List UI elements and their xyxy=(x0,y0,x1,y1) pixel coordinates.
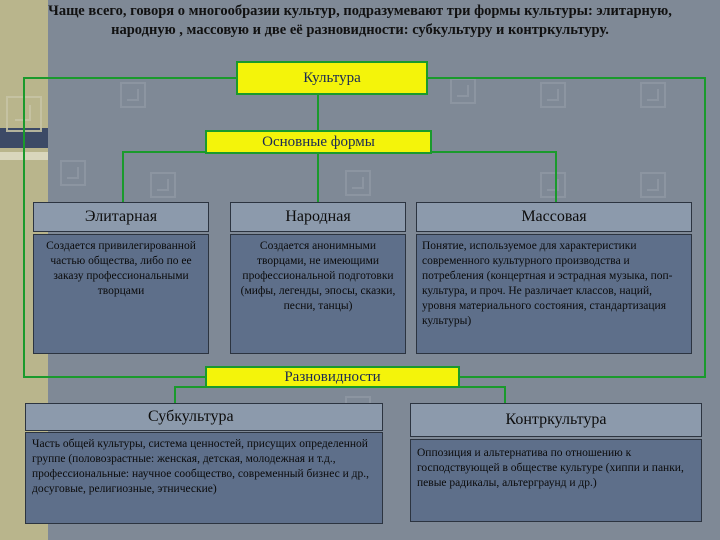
main-forms-box: Основные формы xyxy=(205,130,432,154)
elite-description: Создается привилегированной частью общес… xyxy=(46,240,196,297)
folk-header: Народная xyxy=(230,202,406,232)
subculture-description: Часть общей культуры, система ценностей,… xyxy=(32,438,369,495)
page-title: Чаще всего, говоря о многообразии культу… xyxy=(0,2,720,40)
culture-box: Культура xyxy=(236,61,428,95)
subculture-title: Субкультура xyxy=(148,408,234,426)
varieties-box: Разновидности xyxy=(205,366,460,388)
counterculture-description-box: Оппозиция и альтернатива по отношению к … xyxy=(410,439,702,522)
mass-header: Массовая xyxy=(416,202,692,232)
culture-label: Культура xyxy=(303,70,361,87)
mass-description-box: Понятие, используемое для характеристики… xyxy=(416,234,692,354)
mass-description: Понятие, используемое для характеристики… xyxy=(422,240,673,327)
subculture-header: Субкультура xyxy=(25,403,383,431)
elite-header: Элитарная xyxy=(33,202,209,232)
title-line-1: Чаще всего, говоря о многообразии культу… xyxy=(0,2,720,21)
counterculture-header: Контркультура xyxy=(410,403,702,437)
counterculture-title: Контркультура xyxy=(505,411,606,429)
counterculture-description: Оппозиция и альтернатива по отношению к … xyxy=(417,447,684,489)
folk-title: Народная xyxy=(285,208,350,226)
elite-description-box: Создается привилегированной частью общес… xyxy=(33,234,209,354)
main-forms-label: Основные формы xyxy=(262,134,375,151)
folk-description-box: Создается анонимными творцами, не имеющи… xyxy=(230,234,406,354)
title-line-2: народную , массовую и две её разновиднос… xyxy=(0,21,720,40)
subculture-description-box: Часть общей культуры, система ценностей,… xyxy=(25,432,383,524)
varieties-label: Разновидности xyxy=(284,369,380,386)
folk-description: Создается анонимными творцами, не имеющи… xyxy=(241,240,396,312)
elite-title: Элитарная xyxy=(85,208,157,226)
mass-title: Массовая xyxy=(521,208,586,226)
